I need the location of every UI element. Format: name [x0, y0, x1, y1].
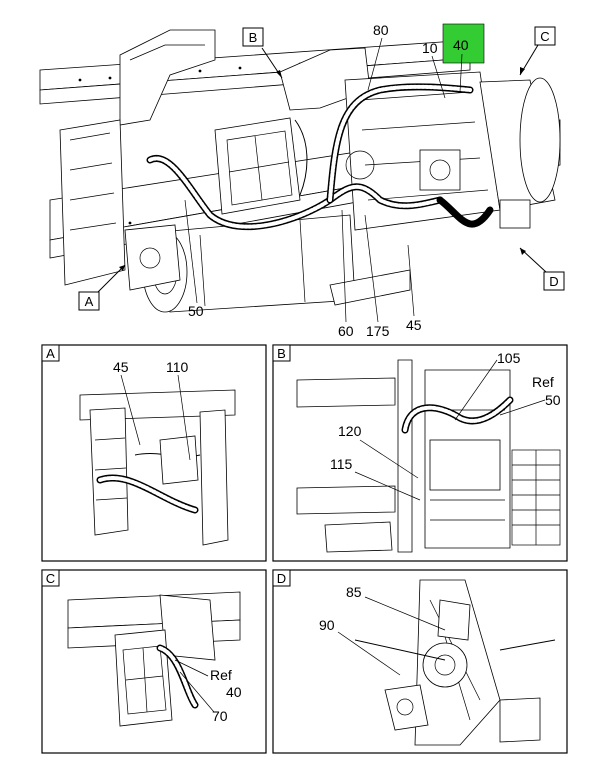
- highlight-box-40: [442, 23, 485, 64]
- detail-b-callout-50: 50: [545, 392, 561, 408]
- detail-b-title: B: [277, 346, 286, 361]
- main-assembly-drawing: [39, 29, 561, 313]
- view-marker-d-label: D: [549, 274, 558, 289]
- callout-10: 10: [422, 40, 438, 56]
- detail-b-callout-115: 115: [330, 456, 353, 472]
- detail-c-callout-40: 40: [226, 684, 242, 700]
- detail-d-panel: D 85 90: [272, 569, 568, 754]
- detail-c-callout-ref: Ref: [210, 667, 232, 683]
- control-module: [214, 117, 301, 215]
- callout-40: 40: [453, 37, 469, 53]
- callout-50: 50: [188, 303, 204, 319]
- view-marker-a-label: A: [85, 294, 94, 309]
- detail-a-callout-45: 45: [113, 359, 129, 375]
- view-marker-b: B: [242, 27, 283, 79]
- view-marker-b-label: B: [249, 30, 258, 45]
- detail-b-panel: B 105 Ref 50 120 115: [272, 344, 568, 562]
- detail-d-title: D: [277, 571, 286, 586]
- view-marker-a: A: [78, 264, 126, 311]
- view-marker-c-label: C: [540, 29, 549, 44]
- detail-d-callout-85: 85: [346, 584, 362, 600]
- detail-c-module: [114, 629, 173, 727]
- detail-c-panel: C Ref 40 70: [41, 569, 267, 754]
- detail-b-callout-120: 120: [338, 423, 362, 439]
- detail-c-title: C: [46, 571, 55, 586]
- detail-a-panel: A 45 110: [41, 344, 267, 562]
- callout-80: 80: [373, 22, 389, 38]
- callout-45: 45: [406, 317, 422, 333]
- callout-60: 60: [338, 323, 354, 339]
- view-marker-c: C: [519, 26, 556, 76]
- view-marker-d: D: [519, 247, 565, 291]
- callout-175: 175: [366, 323, 390, 339]
- detail-b-callout-105: 105: [497, 350, 521, 366]
- detail-c-callout-70: 70: [212, 708, 228, 724]
- transmission: [344, 71, 561, 231]
- detail-a-title: A: [46, 346, 55, 361]
- detail-b-callout-ref: Ref: [532, 374, 554, 390]
- detail-d-callout-90: 90: [319, 617, 335, 633]
- detail-a-callout-110: 110: [166, 359, 189, 375]
